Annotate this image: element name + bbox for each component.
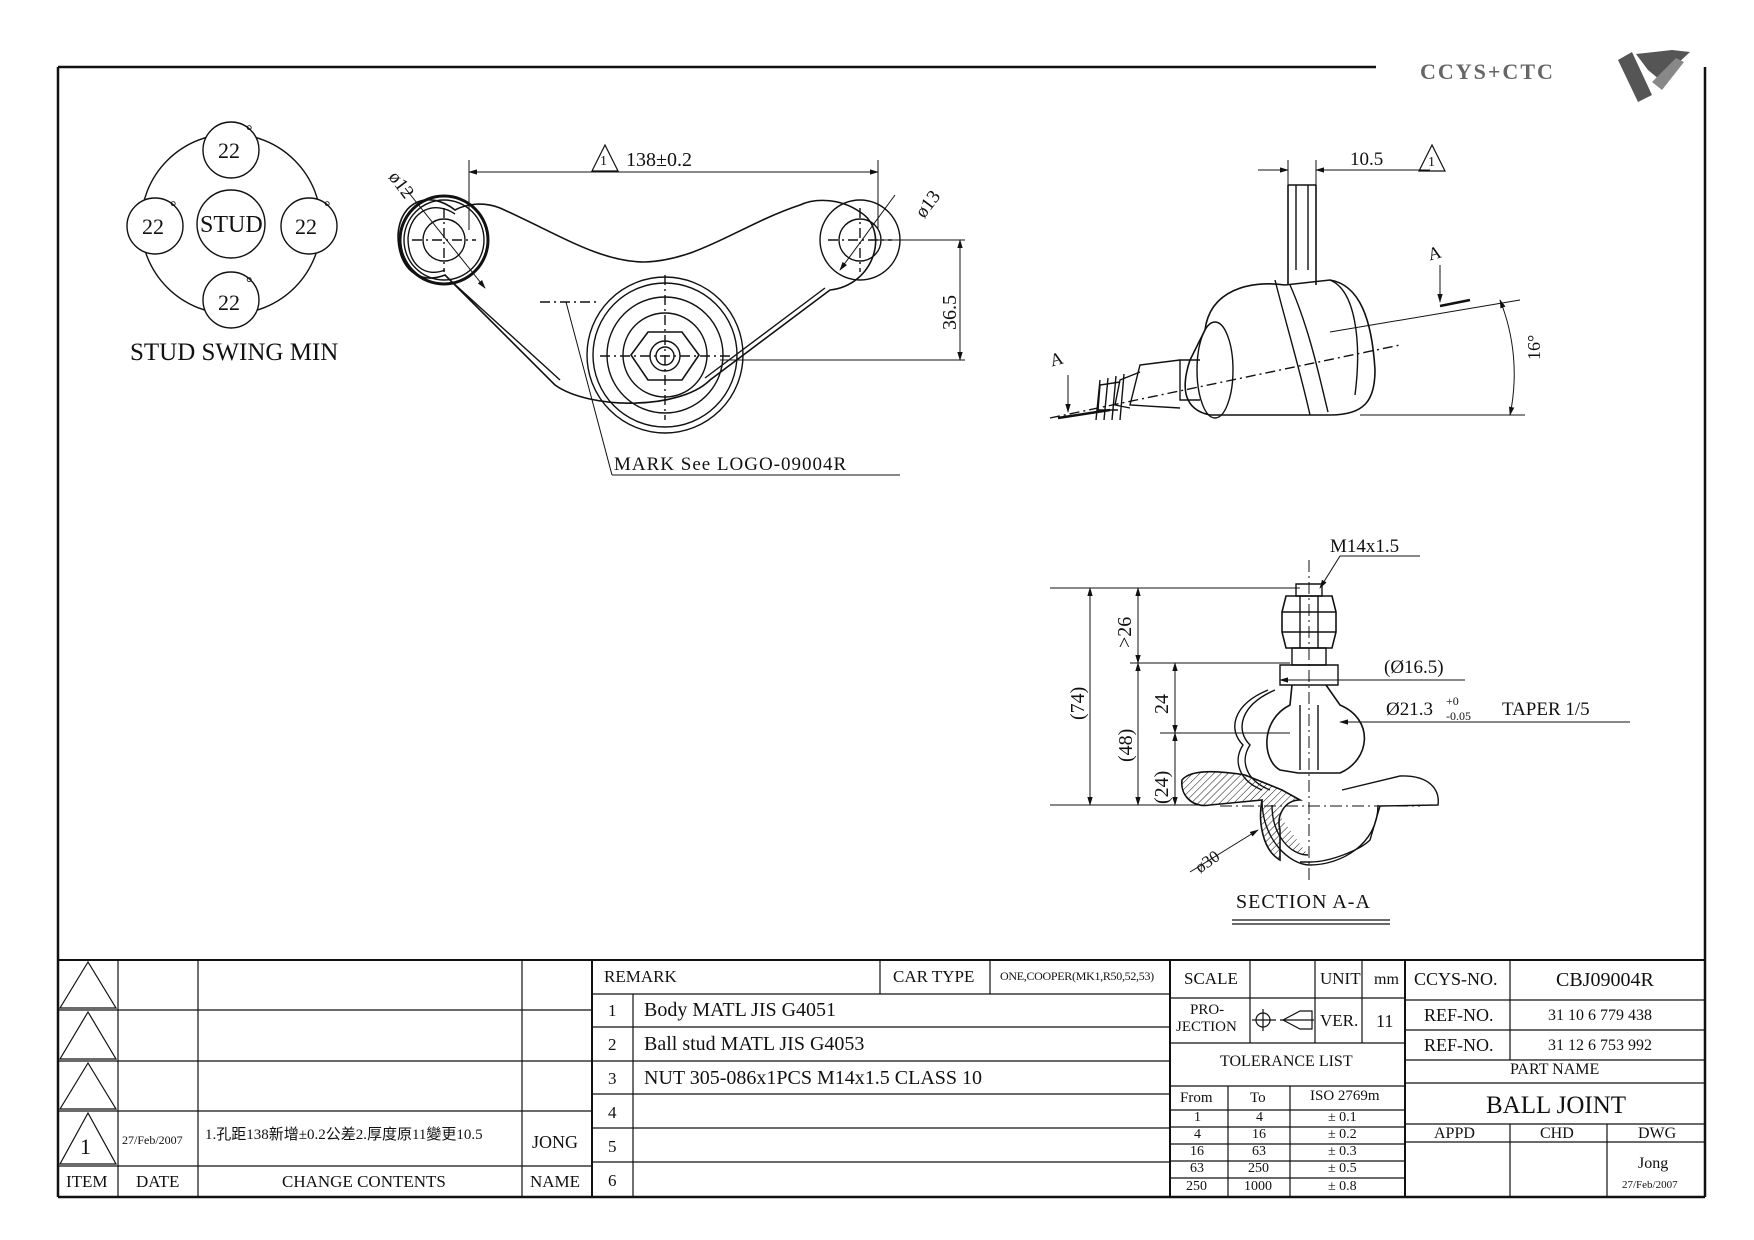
unit-label: UNIT bbox=[1320, 969, 1361, 988]
tol-row-4-to: 250 bbox=[1248, 1161, 1269, 1176]
remark-no-6: 6 bbox=[608, 1171, 617, 1190]
swing-center-label: STUD bbox=[200, 212, 263, 238]
dim-48: (48) bbox=[1115, 728, 1137, 762]
remark-no-5: 5 bbox=[608, 1137, 617, 1156]
ref-no-2-label: REF-NO. bbox=[1424, 1035, 1494, 1055]
title-block-grid bbox=[58, 959, 1705, 1197]
top-view bbox=[397, 143, 965, 476]
tol-row-2-from: 4 bbox=[1194, 1127, 1201, 1142]
dim-dia-16-5: (Ø16.5) bbox=[1384, 657, 1444, 678]
unit-value: mm bbox=[1374, 971, 1399, 988]
dim-74: (74) bbox=[1067, 686, 1089, 720]
swing-angle-right: 22 bbox=[295, 214, 317, 239]
rev-header-item: ITEM bbox=[66, 1172, 108, 1191]
swing-angle-left: 22 bbox=[142, 214, 164, 239]
rev-marker-top: 1 bbox=[600, 154, 607, 169]
remark-text-1: Body MATL JIS G4051 bbox=[644, 999, 837, 1021]
stud-swing-diagram bbox=[126, 121, 338, 329]
tol-row-4-from: 63 bbox=[1190, 1161, 1204, 1176]
projection-label-2: JECTION bbox=[1176, 1019, 1237, 1035]
side-view bbox=[1049, 143, 1525, 421]
section-title: SECTION A-A bbox=[1236, 891, 1371, 913]
rev-row-4-item: 1 bbox=[80, 1134, 91, 1159]
ref-no-1-label: REF-NO. bbox=[1424, 1005, 1494, 1025]
section-view bbox=[1050, 555, 1630, 925]
swing-caption: STUD SWING MIN bbox=[130, 339, 339, 366]
part-name-label: PART NAME bbox=[1510, 1061, 1600, 1078]
appd-label: APPD bbox=[1434, 1125, 1475, 1142]
tol-header-iso: ISO 2769m bbox=[1310, 1088, 1380, 1104]
mark-note: MARK See LOGO-09004R bbox=[614, 454, 848, 475]
tol-row-5-tol: ± 0.8 bbox=[1328, 1179, 1357, 1194]
tol-header-to: To bbox=[1250, 1090, 1266, 1106]
remark-header: REMARK bbox=[604, 967, 677, 986]
tol-row-5-to: 1000 bbox=[1244, 1179, 1272, 1194]
taper-spec: TAPER 1/5 bbox=[1502, 699, 1590, 720]
logo-mark-icon bbox=[1618, 50, 1690, 102]
dim-24-ref: (24) bbox=[1151, 770, 1173, 804]
company-logo: CCYS+CTC bbox=[1420, 59, 1555, 84]
dwg-date: 27/Feb/2007 bbox=[1622, 1179, 1678, 1191]
tol-row-3-tol: ± 0.3 bbox=[1328, 1144, 1357, 1159]
tol-row-1-to: 4 bbox=[1256, 1110, 1263, 1125]
rev-row-4-name: JONG bbox=[532, 1132, 579, 1152]
remark-text-2: Ball stud MATL JIS G4053 bbox=[644, 1033, 865, 1055]
rev-header-name: NAME bbox=[530, 1172, 581, 1191]
car-type-value: ONE,COOPER(MK1,R50,52,53) bbox=[1000, 969, 1154, 983]
remark-text-3: NUT 305-086x1PCS M14x1.5 CLASS 10 bbox=[644, 1067, 983, 1089]
ref-no-2-value: 31 12 6 753 992 bbox=[1548, 1037, 1652, 1054]
remark-no-4: 4 bbox=[608, 1103, 617, 1122]
swing-degree-top: ° bbox=[246, 123, 253, 140]
tol-header-from: From bbox=[1180, 1090, 1213, 1106]
dwg-label: DWG bbox=[1638, 1125, 1677, 1142]
ver-label: VER. bbox=[1320, 1011, 1359, 1030]
ver-value: 11 bbox=[1376, 1011, 1394, 1031]
ref-no-1-value: 31 10 6 779 438 bbox=[1548, 1007, 1652, 1024]
remark-no-3: 3 bbox=[608, 1069, 617, 1088]
part-name-value: BALL JOINT bbox=[1486, 1092, 1627, 1119]
projection-label-1: PRO- bbox=[1190, 1002, 1225, 1018]
chd-label: CHD bbox=[1540, 1125, 1574, 1142]
car-type-label: CAR TYPE bbox=[893, 967, 975, 986]
dim-height: 36.5 bbox=[939, 295, 961, 330]
swing-angle-bottom: 22 bbox=[218, 290, 240, 315]
rev-header-contents: CHANGE CONTENTS bbox=[282, 1172, 446, 1191]
ccys-no-label: CCYS-NO. bbox=[1414, 969, 1498, 989]
tol-upper: +0 bbox=[1446, 694, 1459, 708]
tol-row-1-tol: ± 0.1 bbox=[1328, 1110, 1357, 1125]
tol-row-3-to: 63 bbox=[1252, 1144, 1266, 1159]
tol-row-3-from: 16 bbox=[1190, 1144, 1204, 1159]
rev-header-date: DATE bbox=[136, 1172, 180, 1191]
tol-row-2-tol: ± 0.2 bbox=[1328, 1127, 1357, 1142]
tol-lower: -0.05 bbox=[1446, 709, 1471, 723]
swing-degree-bottom: ° bbox=[246, 275, 253, 292]
thread-spec: M14x1.5 bbox=[1330, 536, 1400, 557]
tol-row-5-from: 250 bbox=[1186, 1179, 1207, 1194]
rev-row-4-date: 27/Feb/2007 bbox=[122, 1133, 183, 1147]
swing-angle-top: 22 bbox=[218, 138, 240, 163]
rev-marker-side: 1 bbox=[1428, 155, 1435, 170]
dim-26: >26 bbox=[1114, 616, 1136, 648]
swing-degree-right: ° bbox=[324, 199, 331, 216]
remark-no-2: 2 bbox=[608, 1035, 617, 1054]
sheet-border bbox=[56, 65, 1707, 1199]
tol-row-4-tol: ± 0.5 bbox=[1328, 1161, 1357, 1176]
tol-row-2-to: 16 bbox=[1252, 1127, 1266, 1142]
dim-24: 24 bbox=[1151, 694, 1173, 714]
scale-label: SCALE bbox=[1184, 969, 1238, 988]
dim-angle: 16° bbox=[1524, 334, 1544, 360]
dwg-name: Jong bbox=[1638, 1155, 1669, 1172]
rev-row-4-contents: 1.孔距138新增±0.2公差2.厚度原11變更10.5 bbox=[205, 1127, 483, 1143]
remark-no-1: 1 bbox=[608, 1001, 617, 1020]
dim-offset: 10.5 bbox=[1350, 149, 1384, 170]
swing-degree-left: ° bbox=[170, 199, 177, 216]
dim-hole-span: 138±0.2 bbox=[626, 149, 692, 171]
tolerance-title: TOLERANCE LIST bbox=[1220, 1053, 1353, 1070]
dim-dia-21-3: Ø21.3 bbox=[1386, 699, 1433, 720]
tol-row-1-from: 1 bbox=[1194, 1110, 1201, 1125]
ccys-no-value: CBJ09004R bbox=[1556, 969, 1654, 991]
